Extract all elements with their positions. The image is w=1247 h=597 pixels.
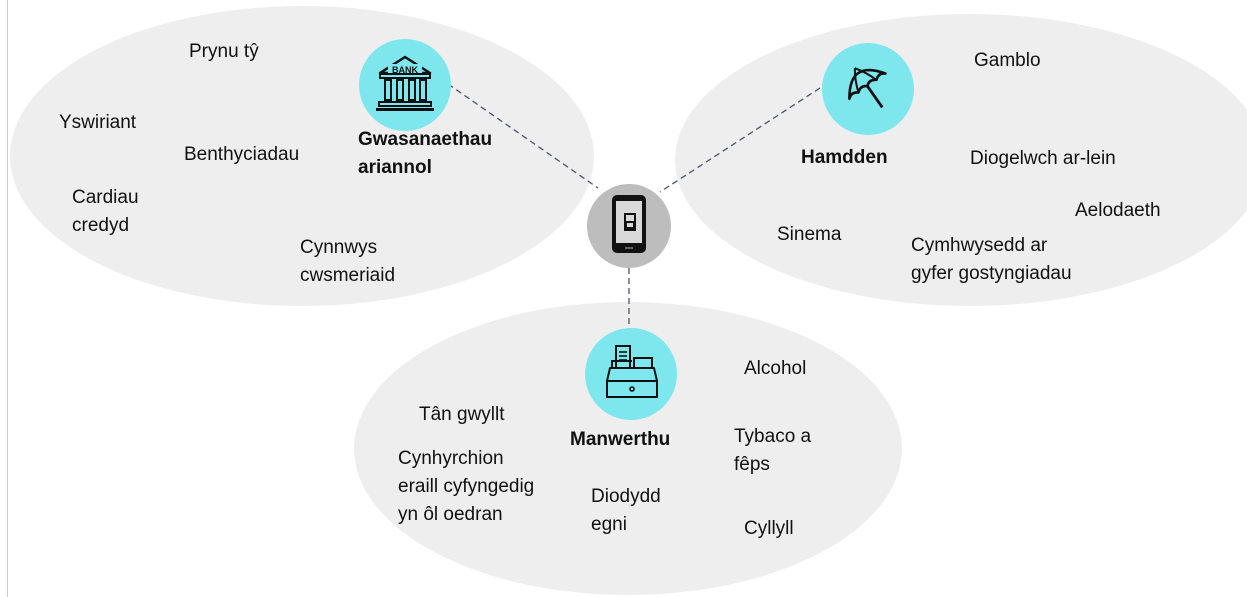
leisure-item-diogelwch: Diogelwch ar-lein bbox=[970, 148, 1116, 169]
leisure-item-gamblo: Gamblo bbox=[974, 50, 1041, 71]
retail-item-cynhyrchion-line2: eraill cyfyngedig bbox=[398, 476, 535, 497]
cash-register-icon bbox=[602, 343, 660, 406]
retail-item-tybaco-line1: Tybaco a bbox=[734, 426, 812, 447]
retail-item-cynhyrchion-line3: yn ôl oedran bbox=[398, 504, 503, 525]
retail-item-cynhyrchion-line1: Cynhyrchion bbox=[398, 448, 504, 469]
page-left-rule bbox=[7, 0, 8, 597]
leisure-item-cymhwysedd-line1: Cymhwysedd ar bbox=[911, 235, 1048, 256]
finance-item-yswiriant: Yswiriant bbox=[59, 112, 137, 133]
retail-item-tan-gwyllt: Tân gwyllt bbox=[419, 404, 505, 425]
bank-icon-text: BANK bbox=[392, 65, 418, 75]
connector-leisure bbox=[659, 87, 821, 193]
retail-item-cyllyll: Cyllyll bbox=[744, 518, 794, 539]
phone-id-icon bbox=[609, 193, 649, 260]
retail-item-diodydd-line1: Diodydd bbox=[591, 486, 661, 507]
umbrella-icon bbox=[841, 60, 895, 119]
finance-title-line1: Gwasanaethau bbox=[358, 129, 493, 150]
finance-item-benthyciadau: Benthyciadau bbox=[184, 144, 300, 165]
retail-icon-circle bbox=[585, 328, 677, 420]
finance-item-cynnwys-line2: cwsmeriaid bbox=[300, 265, 396, 286]
hub-device-circle bbox=[587, 184, 671, 268]
leisure-cluster-background bbox=[675, 14, 1247, 306]
retail-item-tybaco-line2: fêps bbox=[734, 454, 770, 475]
retail-title: Manwerthu bbox=[570, 429, 671, 450]
finance-title-line2: ariannol bbox=[358, 157, 432, 178]
finance-item-prynu-ty: Prynu tŷ bbox=[189, 41, 259, 62]
bank-icon: BANK bbox=[374, 53, 436, 118]
leisure-icon-circle bbox=[822, 43, 914, 135]
connector-finance bbox=[447, 83, 599, 189]
retail-item-alcohol: Alcohol bbox=[744, 358, 807, 379]
finance-item-cardiau-line2: credyd bbox=[72, 215, 130, 236]
leisure-item-sinema: Sinema bbox=[777, 224, 842, 245]
leisure-item-cymhwysedd-line2: gyfer gostyngiadau bbox=[911, 263, 1072, 284]
leisure-item-aelodaeth: Aelodaeth bbox=[1075, 200, 1161, 221]
finance-item-cynnwys-line1: Cynnwys bbox=[300, 237, 378, 258]
finance-cluster-background bbox=[10, 6, 594, 306]
retail-item-diodydd-line2: egni bbox=[591, 514, 627, 535]
leisure-title: Hamdden bbox=[801, 147, 888, 168]
finance-item-cardiau-line1: Cardiau bbox=[72, 187, 139, 208]
finance-icon-circle: BANK bbox=[359, 39, 451, 131]
